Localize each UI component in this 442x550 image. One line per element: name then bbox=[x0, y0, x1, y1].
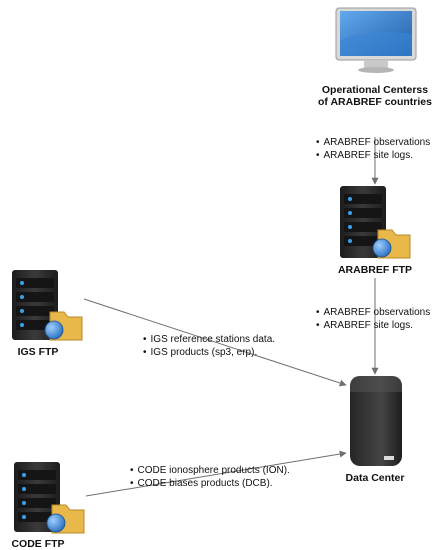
monitor-icon bbox=[335, 7, 417, 73]
data-center-label: Data Center bbox=[345, 472, 405, 484]
operational-centers-label: Operational Centerss of ARABREF countrie… bbox=[318, 84, 432, 108]
igs-server-icon bbox=[12, 270, 83, 341]
code-ftp-label: CODE FTP bbox=[11, 538, 65, 550]
list-item: IGS reference stations data. bbox=[143, 333, 276, 346]
igs-ftp-label: IGS FTP bbox=[17, 346, 59, 358]
list-item: ARABREF site logs. bbox=[316, 149, 430, 162]
list-item: ARABREF site logs. bbox=[316, 319, 430, 332]
code-to-dc-notes: CODE ionosphere products (ION). CODE bia… bbox=[130, 464, 290, 490]
list-item: CODE ionosphere products (ION). bbox=[130, 464, 290, 477]
code-server-icon bbox=[14, 462, 85, 534]
list-item: IGS products (sp3, erp). bbox=[143, 346, 275, 359]
arabref-ftp-label: ARABREF FTP bbox=[337, 264, 413, 276]
arabref-to-dc-notes: ARABREF observations ARABREF site logs. bbox=[316, 306, 431, 332]
list-item: ARABREF observations bbox=[316, 136, 431, 149]
igs-to-dc-notes: IGS reference stations data. IGS product… bbox=[143, 333, 276, 359]
ops-to-arabref-notes: ARABREF observations ARABREF site logs. bbox=[316, 136, 431, 162]
list-item: CODE biases products (DCB). bbox=[130, 477, 290, 490]
arabref-server-icon bbox=[340, 186, 411, 259]
hard-drive-icon bbox=[350, 376, 402, 466]
list-item: ARABREF observations bbox=[316, 306, 431, 319]
